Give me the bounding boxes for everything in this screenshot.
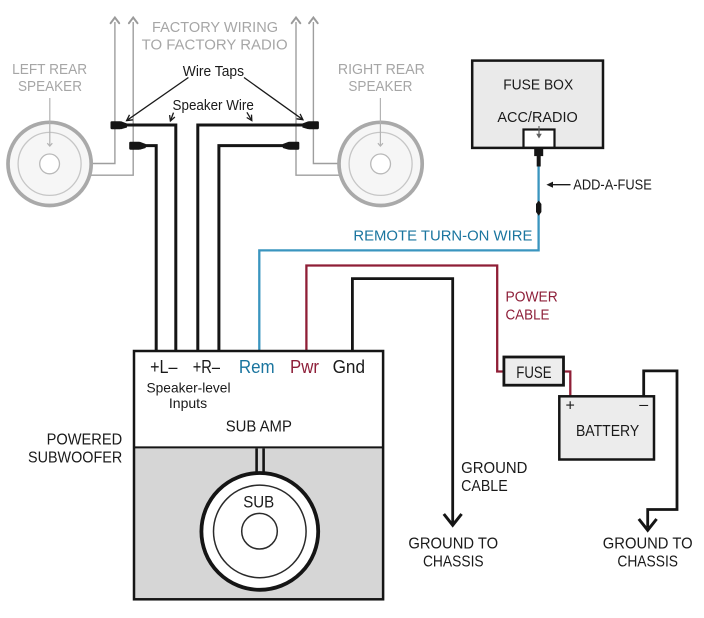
svg-text:POWER: POWER — [506, 289, 558, 305]
svg-text:FUSE: FUSE — [516, 363, 551, 382]
svg-text:BATTERY: BATTERY — [576, 423, 639, 440]
svg-text:CHASSIS: CHASSIS — [617, 554, 678, 571]
svg-text:GROUND TO: GROUND TO — [603, 535, 693, 552]
svg-text:Gnd: Gnd — [333, 357, 365, 377]
svg-text:LEFT REAR: LEFT REAR — [12, 62, 87, 78]
svg-text:Pwr: Pwr — [290, 357, 319, 377]
svg-text:+: + — [566, 398, 575, 415]
svg-text:TO FACTORY RADIO: TO FACTORY RADIO — [142, 38, 288, 54]
svg-text:Speaker-level: Speaker-level — [147, 380, 231, 396]
svg-text:FACTORY WIRING: FACTORY WIRING — [152, 20, 278, 36]
svg-text:GROUND TO: GROUND TO — [408, 535, 498, 552]
svg-text:Wire Taps: Wire Taps — [183, 64, 244, 80]
svg-text:POWERED: POWERED — [47, 432, 123, 449]
svg-text:Rem: Rem — [239, 357, 275, 377]
svg-text:CABLE: CABLE — [506, 307, 550, 323]
svg-text:CABLE: CABLE — [461, 478, 508, 495]
svg-text:GROUND: GROUND — [461, 460, 527, 477]
svg-text:SUB AMP: SUB AMP — [226, 419, 292, 436]
svg-text:SUB: SUB — [243, 494, 274, 512]
svg-text:ACC/RADIO: ACC/RADIO — [497, 110, 577, 126]
svg-text:SPEAKER: SPEAKER — [348, 79, 412, 95]
svg-text:SUBWOOFER: SUBWOOFER — [28, 449, 122, 466]
svg-text:SPEAKER: SPEAKER — [18, 79, 82, 95]
svg-text:Speaker Wire: Speaker Wire — [173, 98, 254, 114]
svg-text:CHASSIS: CHASSIS — [423, 554, 484, 571]
svg-text:Inputs: Inputs — [169, 395, 207, 411]
svg-text:FUSE BOX: FUSE BOX — [503, 77, 573, 93]
svg-text:+L–: +L– — [150, 357, 177, 377]
svg-text:REMOTE TURN-ON WIRE: REMOTE TURN-ON WIRE — [353, 228, 532, 245]
svg-text:RIGHT REAR: RIGHT REAR — [338, 62, 425, 78]
svg-text:ADD-A-FUSE: ADD-A-FUSE — [573, 178, 652, 194]
svg-text:–: – — [639, 397, 648, 414]
svg-text:+R–: +R– — [193, 357, 220, 377]
